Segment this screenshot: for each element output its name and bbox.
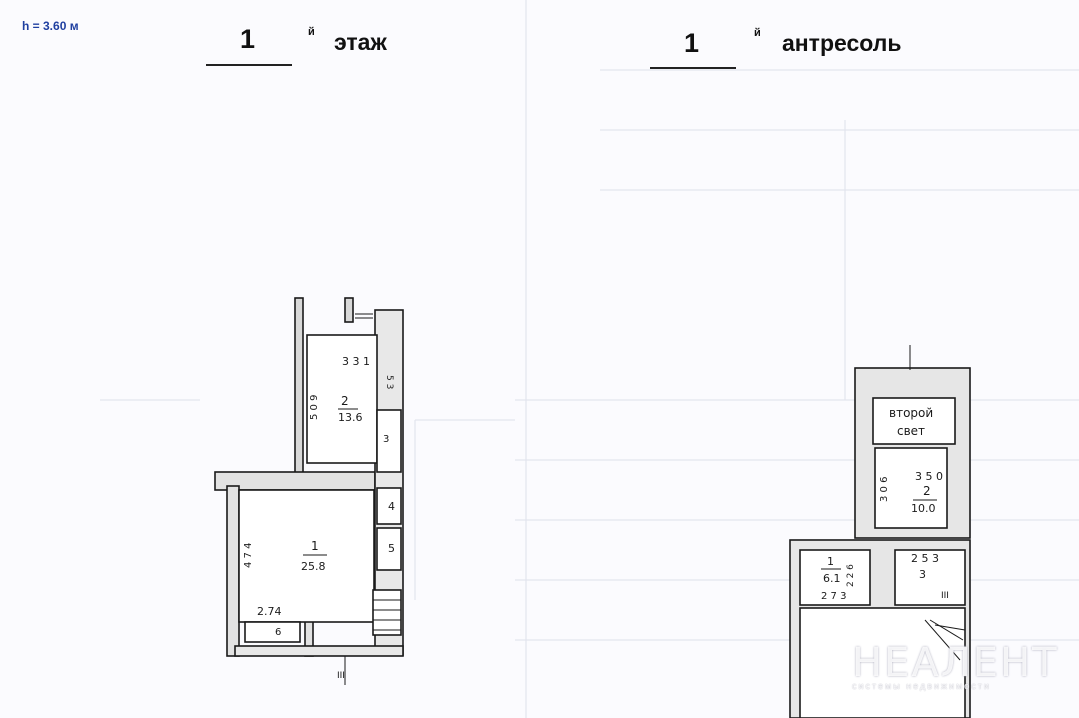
room2-area: 13.6	[338, 411, 363, 424]
dim-room2-height: 5 0 9	[309, 395, 320, 420]
room6-number: 6	[275, 627, 281, 638]
room1-number: 1	[311, 539, 319, 553]
floor-title: этаж	[334, 29, 387, 55]
floor-plan: 3 3 1 5 3 5 0 9 2 13.6 3 4 5 1 25.8 4 7 …	[214, 297, 404, 685]
floor-ordinal-suffix: й	[308, 26, 315, 38]
mezzanine-plan: второй свет 3 5 0 2 10.0 3 0 6 2 5 3 3 1…	[789, 345, 971, 718]
m-room3-number: 3	[919, 568, 926, 581]
second-light-line1: второй	[889, 406, 933, 420]
second-light-line2: свет	[897, 424, 925, 438]
dim-m-room1-height: 2 2 6	[846, 564, 856, 587]
dim-room2-width: 3 3 1	[342, 355, 370, 368]
floor-underline	[206, 64, 292, 66]
mezzanine-underline	[650, 67, 736, 69]
stair-mark: III	[337, 671, 345, 681]
dim-room2-side: 5 3	[384, 375, 394, 389]
room4-number: 4	[388, 500, 395, 513]
m-room2-area: 10.0	[911, 502, 936, 515]
dim-m-room3-width: 2 5 3	[911, 552, 939, 565]
dim-room1-height: 4 7 4	[243, 543, 254, 568]
room2-number: 2	[341, 394, 349, 408]
m-room1-area: 6.1	[823, 572, 841, 585]
m-room1-number: 1	[827, 555, 834, 568]
m-room2-number: 2	[923, 484, 931, 498]
ceiling-height-label: h = 3.60 м	[22, 19, 79, 33]
room5-number: 5	[388, 542, 395, 555]
floor-number: 1	[240, 24, 256, 54]
dim-m-room2-height: 3 0 6	[879, 477, 890, 502]
dim-m-room2-width: 3 5 0	[915, 470, 943, 483]
dim-m-room1-width: 2 7 3	[821, 591, 846, 602]
watermark-subtitle: системы недвижимости	[852, 681, 991, 691]
room1-area: 25.8	[301, 560, 326, 573]
dim-room6-width: 2.74	[257, 605, 282, 618]
m-stair-mark: III	[941, 591, 949, 601]
room3-number: 3	[383, 434, 389, 445]
watermark-logo: НЕАЛЕНТ	[852, 640, 1059, 686]
mezzanine-ordinal-suffix: й	[754, 27, 761, 39]
mezzanine-number: 1	[684, 28, 700, 58]
mezzanine-title: антресоль	[782, 30, 902, 56]
